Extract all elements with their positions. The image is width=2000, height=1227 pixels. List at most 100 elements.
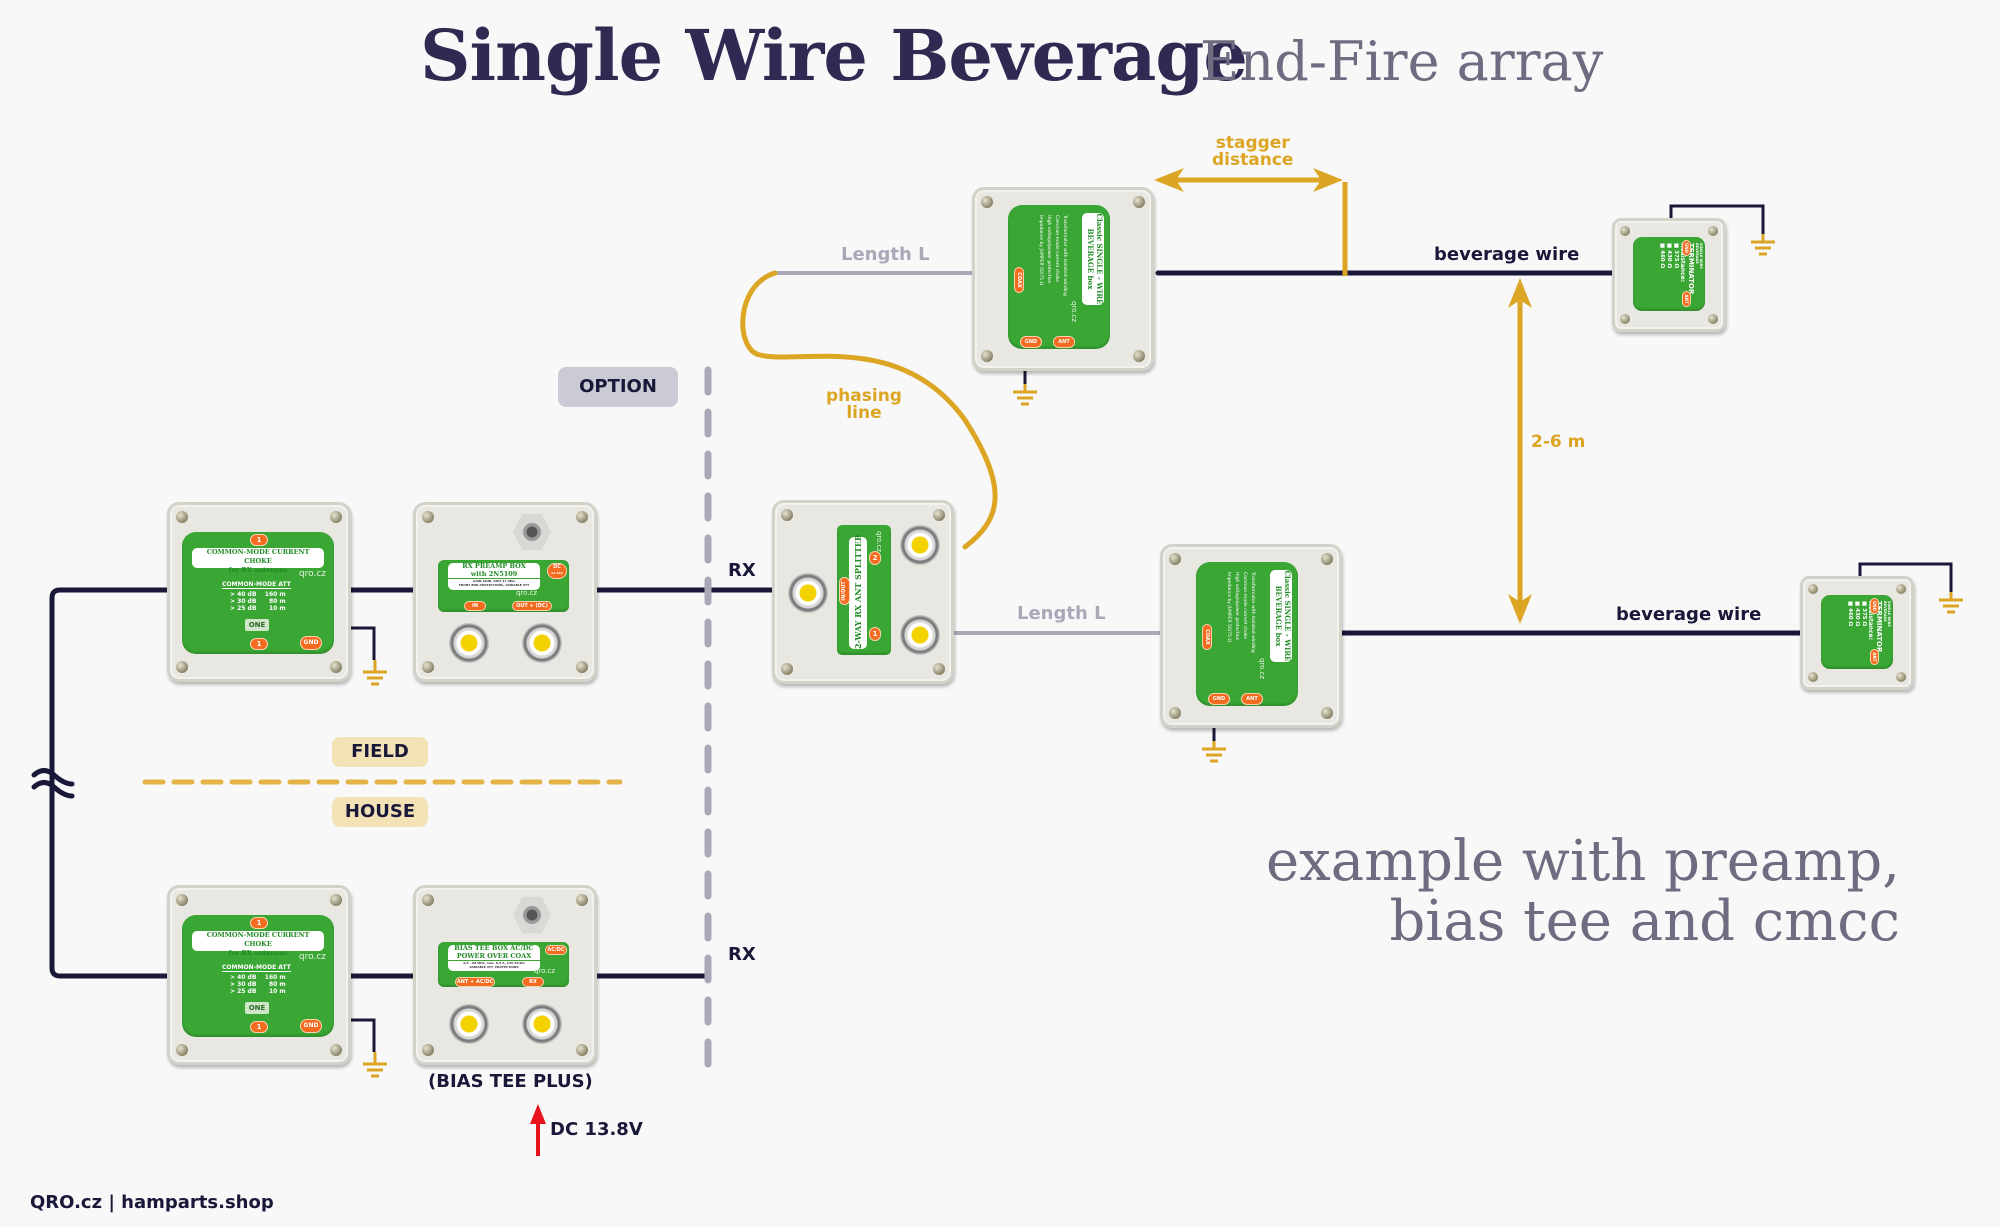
brand-label: qro.cz (875, 531, 883, 553)
bias-tee-title: BIAS TEE BOX AC/DC POWER OVER COAX 0,5 -… (448, 944, 540, 971)
cmcc-title: COMMON-MODE CURRENT CHOKE for RX antenna… (192, 931, 324, 957)
port-rx: RX (522, 977, 544, 987)
screw-icon (981, 196, 993, 208)
brand-label: qro.cz (516, 589, 538, 597)
beverage-box-top: Classic SINGLE - WIRE BEVERAGE box Trans… (972, 187, 1154, 371)
screw-icon (1321, 707, 1333, 719)
screw-icon (576, 894, 588, 906)
splitter-label-panel: 2-WAY RX ANT SPLITTER qro.cz 2 IN/OUT 1 (837, 525, 891, 655)
port-ant: ANT (1870, 649, 1879, 665)
terminator-label-panel: SINGLE WIRE BEVERAGE TERMINATOR Resistan… (1633, 237, 1705, 311)
screw-icon (781, 509, 793, 521)
connector-out-icon[interactable] (522, 623, 562, 663)
gnd-wire-cmcc-top (345, 626, 376, 660)
cable-gland-icon (513, 896, 551, 934)
length-label-bottom: Length L (1017, 603, 1106, 624)
terminator-text: SINGLE WIRE BEVERAGE TERMINATOR Resistan… (1659, 243, 1703, 295)
screw-icon (330, 511, 342, 523)
screw-icon (1708, 314, 1718, 324)
ground-icon (362, 660, 388, 692)
ground-icon (362, 1052, 388, 1084)
att-row: > 40 dB 160 m (230, 974, 286, 981)
model-badge: ONE (245, 619, 269, 631)
screw-icon (1133, 196, 1145, 208)
dc-supply-label: DC 13.8V (550, 1119, 643, 1140)
screw-icon (1808, 584, 1818, 594)
screw-icon (576, 661, 588, 673)
port-ant: ANT (1241, 693, 1263, 705)
port-ant-acdc: ANT + AC/DC (455, 977, 495, 987)
beverage-box-bottom: Classic SINGLE - WIRE BEVERAGE box Trans… (1160, 544, 1342, 728)
screw-icon (1620, 314, 1630, 324)
cmcc-label-panel: 1 COMMON-MODE CURRENT CHOKE for RX anten… (182, 915, 334, 1037)
att-header: COMMON-MODE ATT (222, 964, 291, 972)
connector-in-out-icon[interactable] (788, 573, 828, 613)
spacing-arrow (1508, 278, 1532, 624)
acdc-badge: AC/DC (545, 945, 567, 955)
gnd-port: GND (300, 1019, 322, 1033)
cmcc-title: COMMON-MODE CURRENT CHOKE for RX antenna… (192, 548, 324, 574)
port-gnd: GND (1020, 336, 1042, 348)
brand-label: qro.cz (1070, 301, 1078, 323)
connector-port-2-icon[interactable] (900, 525, 940, 565)
port-in: IN (464, 601, 486, 611)
cmcc-box-top: 1 COMMON-MODE CURRENT CHOKE for RX anten… (167, 502, 351, 682)
connector-rx-icon[interactable] (522, 1004, 562, 1044)
screw-icon (576, 511, 588, 523)
connector-in-icon[interactable] (449, 623, 489, 663)
screw-icon (1708, 226, 1718, 236)
screw-icon (933, 509, 945, 521)
terminator-box-bottom: SINGLE WIRE BEVERAGE TERMINATOR Resistan… (1800, 576, 1914, 690)
screw-icon (176, 894, 188, 906)
port-1-bottom: 1 (250, 638, 268, 650)
feature-list: Transformator with isolated winding Comm… (1038, 215, 1067, 296)
ground-icon (1201, 741, 1227, 769)
terminator-label-panel: SINGLE WIRE BEVERAGE TERMINATOR Resistan… (1821, 595, 1893, 669)
terminator-text: SINGLE WIRE BEVERAGE TERMINATOR Resistan… (1847, 601, 1891, 653)
rx-label-top: RX (728, 560, 756, 581)
ground-icon (1938, 592, 1964, 620)
att-row: > 40 dB 160 m (230, 591, 286, 598)
port-gnd: GND (1870, 598, 1879, 614)
att-row: > 30 dB 80 m (230, 981, 286, 988)
screw-icon (330, 661, 342, 673)
phasing-line (740, 270, 998, 550)
screw-icon (422, 894, 434, 906)
port-coax: COAX (1202, 624, 1212, 650)
stagger-distance-label: stagger distance (1212, 133, 1294, 170)
connector-port-1-icon[interactable] (900, 615, 940, 655)
phasing-line-label: phasing line (826, 386, 902, 423)
att-row: > 25 dB 10 m (230, 988, 286, 995)
port-1-top: 1 (250, 917, 268, 929)
screw-icon (330, 1044, 342, 1056)
preamp-box: RX PREAMP BOX with 2N5109 GAIN 18dB, OIP… (413, 502, 597, 682)
screw-icon (576, 1044, 588, 1056)
screw-icon (1321, 553, 1333, 565)
att-header: COMMON-MODE ATT (222, 581, 291, 589)
splitter-title: 2-WAY RX ANT SPLITTER (849, 534, 867, 649)
gnd-wire-term-top (1669, 204, 1765, 236)
screw-icon (422, 661, 434, 673)
beverage-wire-label-bottom: beverage wire (1616, 604, 1762, 625)
spacing-label: 2-6 m (1531, 432, 1586, 452)
model-badge: ONE (245, 1002, 269, 1014)
beverage-box-title: Classic SINGLE - WIRE BEVERAGE box (1082, 213, 1104, 305)
port-coax: COAX (1014, 267, 1024, 293)
option-tag: OPTION (558, 367, 678, 407)
port-1: 1 (869, 627, 881, 641)
screw-icon (933, 663, 945, 675)
screw-icon (1133, 350, 1145, 362)
cable-gland-icon (513, 513, 551, 551)
connector-ant-icon[interactable] (449, 1004, 489, 1044)
page-subtitle: End-Fire array (1200, 30, 1604, 93)
feature-list: Transformator with isolated winding Comm… (1226, 572, 1255, 653)
brand-label: qro.cz (1258, 658, 1266, 680)
port-in-out: IN/OUT (839, 577, 850, 605)
screw-icon (176, 511, 188, 523)
port-ant: ANT (1053, 336, 1075, 348)
screw-icon (1620, 226, 1630, 236)
beverage-label-panel: Classic SINGLE - WIRE BEVERAGE box Trans… (1196, 562, 1298, 706)
brand-label: qro.cz (298, 569, 326, 579)
house-tag: HOUSE (332, 797, 428, 827)
